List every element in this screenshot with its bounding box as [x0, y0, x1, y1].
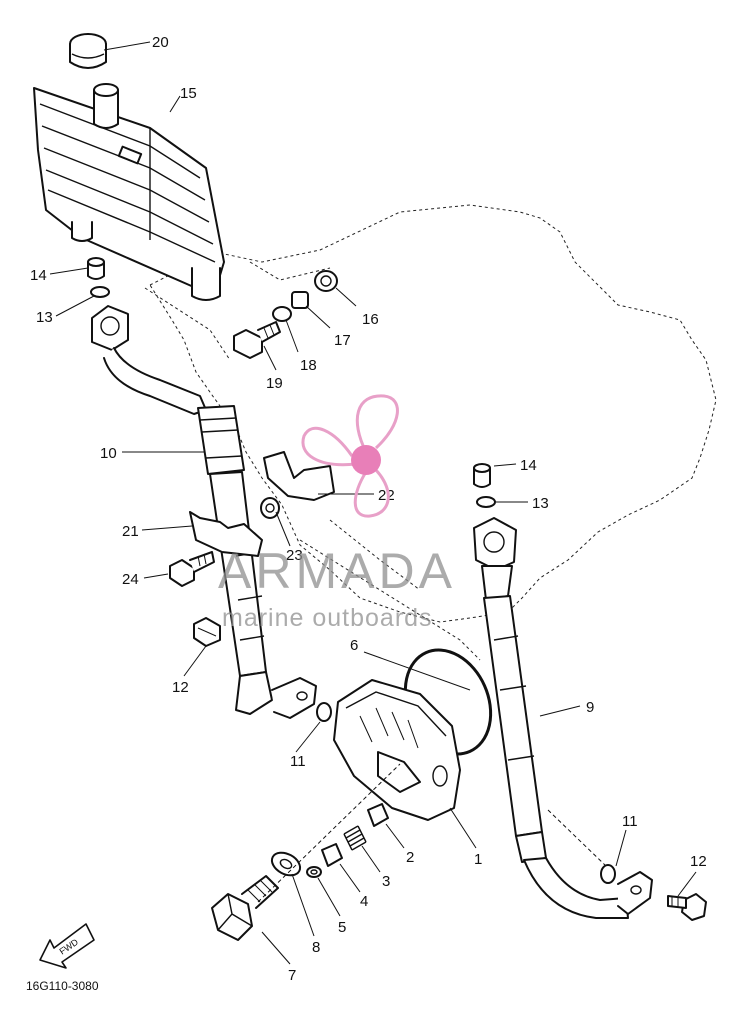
- part-11-o-ring-right[interactable]: [600, 864, 616, 884]
- callout-3: 3: [382, 873, 390, 890]
- callouts: 20 15 14 13 19 18 17 16 10 22 14 13 21 2…: [26, 34, 707, 993]
- part-22-clamp[interactable]: [263, 451, 335, 501]
- part-11-o-ring-left[interactable]: [316, 702, 332, 722]
- callout-15: 15: [180, 85, 197, 102]
- part-18-washer[interactable]: [272, 306, 292, 322]
- part-13-o-ring-upper[interactable]: [90, 286, 110, 298]
- fwd-arrow-icon: FWD: [39, 923, 95, 969]
- part-1-housing[interactable]: [333, 679, 461, 821]
- callout-16: 16: [362, 311, 379, 328]
- part-20-cap[interactable]: [69, 33, 107, 69]
- callout-13-upper: 13: [36, 309, 53, 326]
- drawing-code: 16G110-3080: [26, 979, 99, 993]
- part-3-spring[interactable]: [343, 825, 367, 851]
- part-5-washer[interactable]: [306, 866, 322, 878]
- callout-9: 9: [586, 699, 594, 716]
- callout-12-left: 12: [172, 679, 189, 696]
- part-23-grommet[interactable]: [260, 497, 280, 519]
- callout-13-right: 13: [532, 495, 549, 512]
- callout-22: 22: [378, 487, 395, 504]
- part-14-fitting-right[interactable]: [473, 463, 491, 488]
- watermark-subtitle: marine outboards: [222, 604, 433, 632]
- part-15-oil-cooler[interactable]: [33, 83, 225, 301]
- part-24-bolt[interactable]: [169, 551, 215, 587]
- callout-17: 17: [334, 332, 351, 349]
- leader-lines: [49, 41, 697, 965]
- propeller-logo-icon: [301, 394, 399, 518]
- callout-10: 10: [100, 445, 117, 462]
- callout-4: 4: [360, 893, 368, 910]
- callout-18: 18: [300, 357, 317, 374]
- part-13-o-ring-right[interactable]: [476, 496, 496, 508]
- callout-14-right: 14: [520, 457, 537, 474]
- engine-outline-inner: [144, 261, 481, 661]
- watermark-title: ARMADA: [218, 543, 456, 599]
- callout-8: 8: [312, 939, 320, 956]
- part-8-gasket[interactable]: [268, 848, 304, 880]
- watermark: ARMADA marine outboards: [218, 394, 456, 632]
- part-16-grommet[interactable]: [314, 270, 338, 292]
- callout-2: 2: [406, 849, 414, 866]
- part-17-collar[interactable]: [291, 291, 309, 309]
- callout-19: 19: [266, 375, 283, 392]
- callout-11-right: 11: [622, 813, 638, 830]
- callout-12-right: 12: [690, 853, 707, 870]
- part-19-bolt[interactable]: [233, 321, 281, 359]
- callout-6: 6: [350, 637, 358, 654]
- callout-14-upper: 14: [30, 267, 47, 284]
- part-10-oil-hose[interactable]: [91, 305, 317, 719]
- callout-11-left: 11: [290, 753, 306, 770]
- part-14-fitting-upper[interactable]: [87, 257, 105, 280]
- part-9-oil-hose[interactable]: [473, 517, 653, 919]
- part-7-union-bolt[interactable]: [211, 875, 279, 941]
- callout-24: 24: [122, 571, 139, 588]
- part-12-bolt-left[interactable]: [193, 617, 221, 647]
- part-12-bolt-right[interactable]: [667, 893, 707, 921]
- part-21-clamp[interactable]: [189, 511, 263, 557]
- callout-1: 1: [474, 851, 482, 868]
- part-2-plug[interactable]: [367, 803, 389, 827]
- part-4-valve[interactable]: [321, 843, 343, 867]
- callout-20: 20: [152, 34, 169, 51]
- callout-23: 23: [286, 547, 303, 564]
- engine-outline: [149, 204, 717, 623]
- callout-7: 7: [288, 967, 296, 984]
- callout-21: 21: [122, 523, 139, 540]
- callout-5: 5: [338, 919, 346, 936]
